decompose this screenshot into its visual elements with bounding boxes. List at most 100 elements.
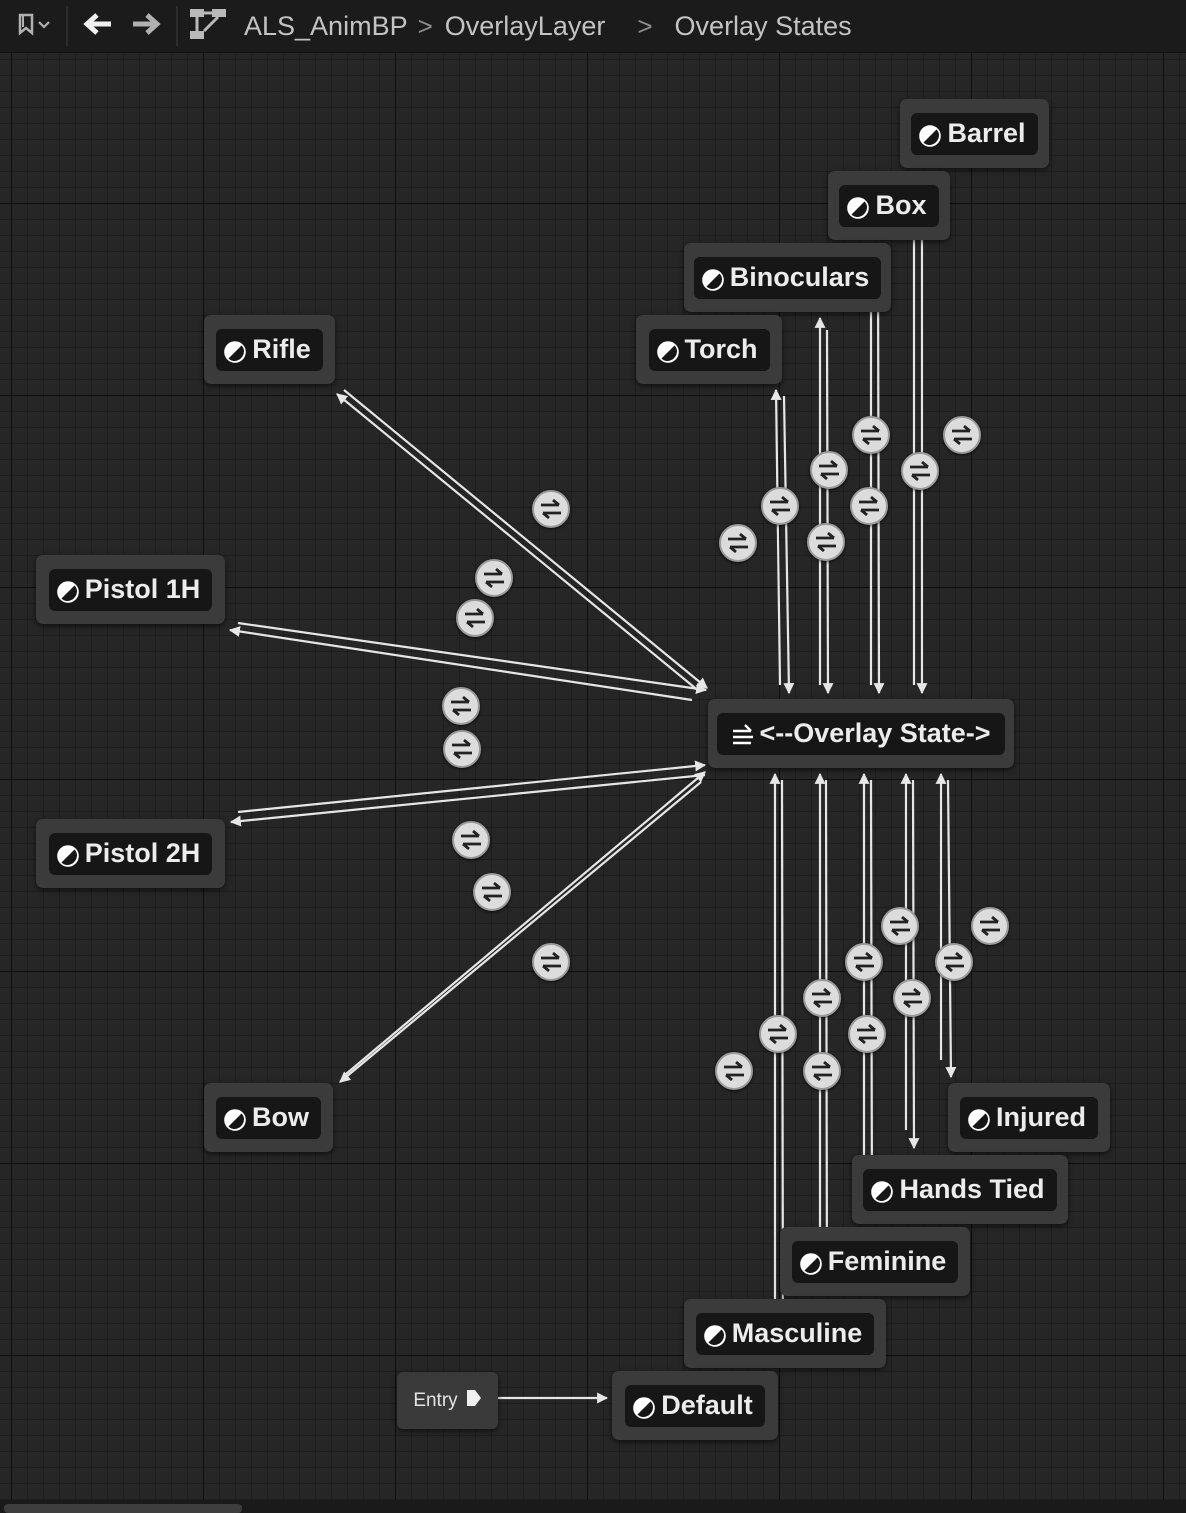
wire-to-torch: [770, 388, 782, 686]
entry-label: Entry: [413, 1389, 458, 1411]
state-label: Torch: [684, 334, 758, 364]
wire-from-box: [873, 257, 885, 695]
transition-rule-icon[interactable]: [943, 416, 981, 454]
transition-rule-icon[interactable]: [443, 730, 481, 768]
state-icon: [56, 579, 79, 603]
conduit-icon: [731, 723, 754, 745]
state-node-masculine[interactable]: Masculine: [684, 1299, 886, 1368]
state-icon: [224, 339, 247, 363]
state-node-rifle[interactable]: Rifle: [204, 315, 335, 384]
transition-rule-icon[interactable]: [473, 873, 511, 911]
state-node-torch[interactable]: Torch: [636, 315, 782, 384]
transition-rule-icon[interactable]: [881, 907, 919, 945]
breadcrumb-item-animbp[interactable]: ALS_AnimBP: [244, 10, 408, 41]
wire-to-pistol-2h: [229, 773, 706, 827]
wire-to-injured: [945, 779, 957, 1079]
state-icon: [919, 123, 942, 147]
transition-rule-icon[interactable]: [442, 687, 480, 725]
state-node-binoculars[interactable]: Binoculars: [684, 243, 891, 312]
bookmark-icon: [10, 11, 50, 42]
transition-rule-icon[interactable]: [935, 943, 973, 981]
wire-to-pistol-1h: [228, 626, 693, 702]
wire-to-feminine: [821, 779, 833, 1296]
state-icon: [799, 1251, 822, 1275]
state-label: Pistol 2H: [84, 838, 201, 868]
graph-hierarchy-icon: [188, 7, 228, 46]
transition-rule-icon[interactable]: [719, 524, 757, 562]
graph-hierarchy-button[interactable]: [184, 6, 232, 46]
transition-rule-icon[interactable]: [532, 490, 570, 528]
arrow-left-icon: [81, 11, 115, 42]
state-node-box[interactable]: Box: [828, 171, 950, 240]
transition-rule-icon[interactable]: [475, 559, 513, 597]
transition-rule-icon[interactable]: [852, 416, 890, 454]
transition-rule-icon[interactable]: [761, 487, 799, 525]
state-node-feminine[interactable]: Feminine: [780, 1227, 970, 1296]
transition-rule-icon[interactable]: [532, 943, 570, 981]
transition-rule-icon[interactable]: [456, 599, 494, 637]
state-icon: [703, 1323, 726, 1347]
breadcrumb-item-overlay-states[interactable]: Overlay States: [674, 10, 852, 41]
state-label: Box: [875, 190, 927, 220]
state-node-barrel[interactable]: Barrel: [900, 99, 1049, 168]
state-node-pistol-1h[interactable]: Pistol 1H: [36, 555, 225, 624]
state-label: Default: [661, 1390, 753, 1420]
transition-rule-icon[interactable]: [759, 1015, 797, 1053]
transition-rule-icon[interactable]: [810, 451, 848, 489]
wire-from-pistol-1h: [237, 621, 708, 695]
transition-rule-icon[interactable]: [845, 943, 883, 981]
state-label: Feminine: [827, 1246, 947, 1276]
state-node-default[interactable]: Default: [612, 1371, 778, 1440]
toolbar-divider: [176, 6, 178, 46]
state-node-bow[interactable]: Bow: [204, 1083, 333, 1152]
wire-to-hands-tied: [866, 779, 878, 1223]
breadcrumb-separator: >: [637, 10, 653, 41]
state-label: Hands Tied: [899, 1174, 1045, 1204]
arrow-right-icon: [129, 11, 163, 42]
horizontal-scrollbar[interactable]: [0, 1500, 1186, 1513]
transition-rule-icon[interactable]: [803, 1052, 841, 1090]
state-label: Binoculars: [729, 262, 870, 292]
transition-rule-icon[interactable]: [452, 821, 490, 859]
wire-from-bow: [345, 771, 706, 1075]
wire-from-binoculars: [822, 329, 834, 695]
toolbar-divider: [66, 6, 68, 46]
wire-from-torch: [782, 395, 795, 695]
forward-button[interactable]: [122, 6, 170, 46]
entry-arrow-icon: [466, 1389, 482, 1413]
transition-rule-icon[interactable]: [971, 907, 1009, 945]
conduit-node-overlay-state[interactable]: <--Overlay State->: [708, 699, 1014, 768]
state-node-pistol-2h[interactable]: Pistol 2H: [36, 819, 225, 888]
transition-rule-icon[interactable]: [850, 487, 888, 525]
state-node-injured[interactable]: Injured: [948, 1083, 1110, 1152]
state-label: Masculine: [731, 1318, 863, 1348]
transition-rule-icon[interactable]: [848, 1015, 886, 1053]
state-icon: [701, 267, 724, 291]
state-icon: [633, 1395, 656, 1419]
entry-node[interactable]: Entry: [397, 1372, 498, 1429]
state-icon: [847, 195, 870, 219]
wire-to-rifle: [336, 393, 701, 693]
transition-rule-icon[interactable]: [807, 523, 845, 561]
wire-to-hands-tied-b: [908, 779, 920, 1150]
state-icon: [224, 1107, 246, 1131]
scrollbar-thumb[interactable]: [4, 1504, 242, 1513]
back-button[interactable]: [74, 6, 122, 46]
transition-rule-icon[interactable]: [715, 1052, 753, 1090]
bookmark-button[interactable]: [0, 6, 60, 46]
state-label: Bow: [252, 1102, 309, 1132]
transition-rule-icon[interactable]: [803, 979, 841, 1017]
conduit-label: <--Overlay State->: [759, 718, 991, 748]
state-icon: [56, 843, 79, 867]
wire-to-bow: [339, 781, 702, 1083]
state-node-hands-tied[interactable]: Hands Tied: [852, 1155, 1068, 1224]
transition-rule-icon[interactable]: [893, 979, 931, 1017]
breadcrumb-separator: >: [417, 10, 433, 41]
breadcrumb-item-overlay-layer[interactable]: OverlayLayer: [444, 10, 606, 41]
state-icon: [656, 339, 679, 363]
wire-from-pistol-2h: [237, 760, 707, 814]
toolbar: ALS_AnimBP > OverlayLayer > Overlay Stat…: [0, 0, 1186, 53]
state-label: Barrel: [947, 118, 1026, 148]
wire-from-rifle: [343, 389, 708, 689]
transition-rule-icon[interactable]: [901, 452, 939, 490]
